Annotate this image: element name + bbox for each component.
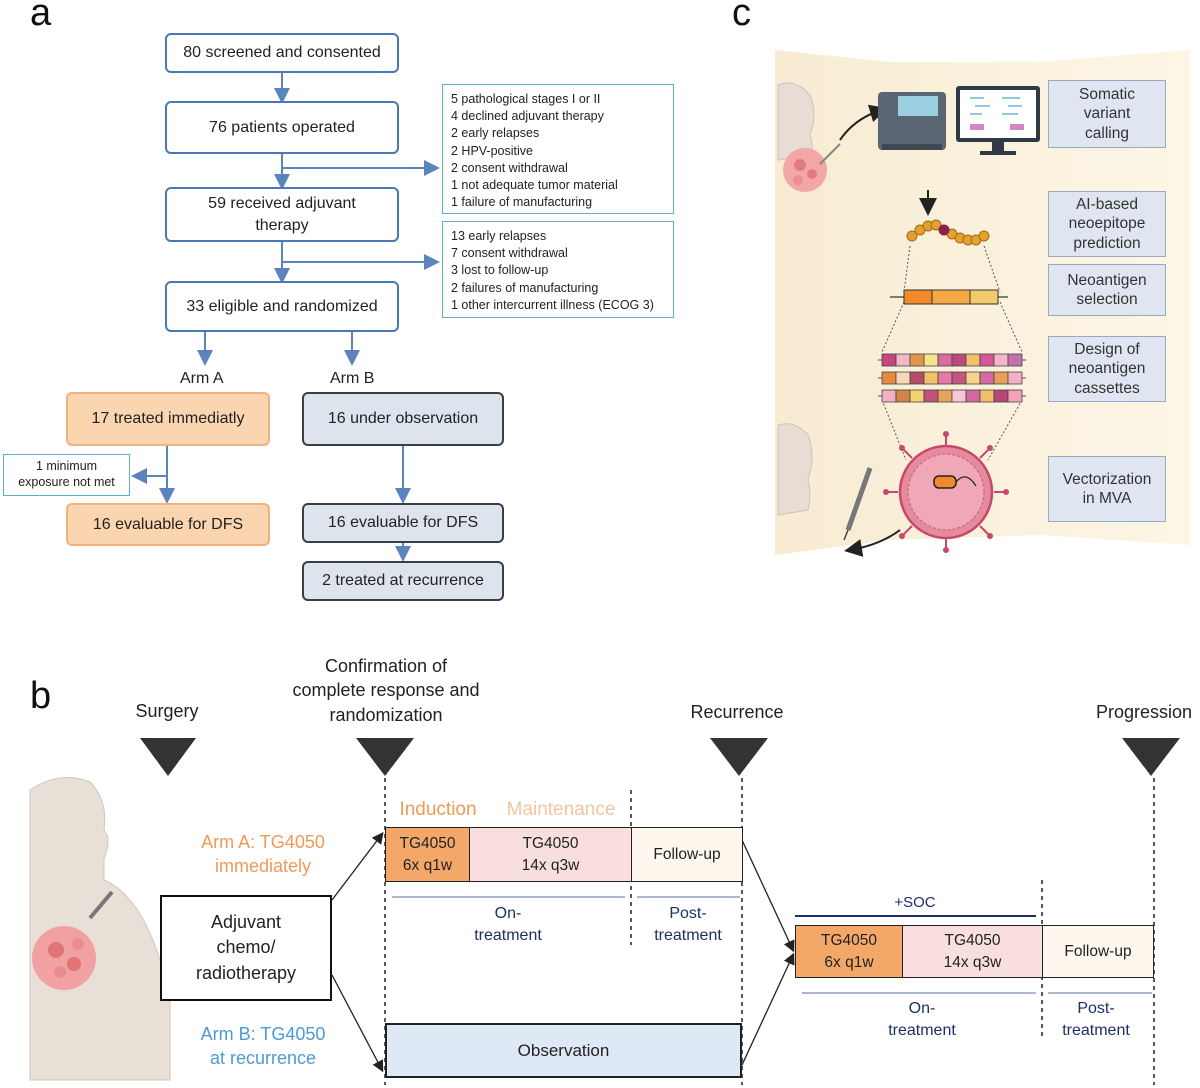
exclusion-item: 4 declined adjuvant therapy: [451, 109, 604, 124]
exclusion-item: 5 pathological stages I or II: [451, 92, 601, 106]
exclusion-item: 7 consent withdrawal: [451, 246, 568, 261]
screened-box: 80 screened and consented: [165, 33, 399, 73]
arm-b-label: Arm B: [330, 370, 375, 387]
panel-c-label: c: [732, 0, 751, 34]
panel-b-label: b: [30, 675, 52, 717]
arm-a-description: Arm A: TG4050 immediately: [201, 832, 325, 877]
exclusion-item: 1 other intercurrent illness (ECOG 3): [451, 297, 654, 312]
soc-label: +SOC: [894, 894, 936, 911]
arm-a-evaluable-box: 16 evaluable for DFS: [66, 503, 270, 546]
arm-a-post-treatment-label: Post- treatment: [654, 905, 722, 944]
exclusion-item: 1 failure of manufacturing: [451, 195, 593, 210]
adjuvant-received-box: 59 received adjuvant therapy: [165, 187, 399, 242]
arm-b-description: Arm B: TG4050 at recurrence: [200, 1024, 326, 1069]
exclusion-item: 3 lost to follow-up: [451, 263, 549, 278]
arm-a-maintenance-cell: TG4050 14x q3w: [469, 827, 632, 882]
arm-b-recurrence-box: 2 treated at recurrence: [302, 561, 504, 601]
exclusion-item: 2 early relapses: [451, 126, 540, 141]
phase-maintenance: Maintenance: [506, 799, 616, 820]
exclusion-box-2: 13 early relapses 7 consent withdrawal 3…: [442, 221, 674, 318]
phase-induction: Induction: [399, 799, 477, 820]
arm-a-follow-up-cell: Follow-up: [631, 827, 743, 882]
exclusion-item: 1 not adequate tumor material: [451, 178, 618, 193]
exclusion-item: 2 failures of manufacturing: [451, 280, 599, 295]
panel-a-connectors: [131, 73, 440, 562]
recurrence-post-treatment-label: Post- treatment: [1062, 1000, 1130, 1039]
milestone-progression: Progression: [1095, 702, 1193, 722]
adjuvant-therapy-box: Adjuvant chemo/ radiotherapy: [160, 895, 332, 1001]
arm-a-treated-box: 17 treated immediatly: [66, 392, 270, 446]
arm-b-evaluable-box: 16 evaluable for DFS: [302, 503, 504, 543]
step-vectorization-mva: Vectorization in MVA: [1048, 456, 1166, 522]
recurrence-follow-up-cell: Follow-up: [1042, 925, 1154, 978]
randomized-box: 33 eligible and randomized: [165, 281, 399, 332]
arm-b-observation-bar: Observation: [385, 1023, 742, 1078]
exclusion-item: 2 consent withdrawal: [451, 160, 568, 175]
milestone-recurrence: Recurrence: [690, 702, 784, 722]
panel-c-illustration: [775, 50, 1190, 557]
arm-a-induction-cell: TG4050 6x q1w: [385, 827, 470, 882]
arm-a-exclusion-box: 1 minimum exposure not met: [3, 454, 130, 496]
arm-a-on-treatment-label: On- treatment: [474, 905, 542, 944]
milestone-surgery: Surgery: [135, 701, 199, 721]
arm-b-observation-box: 16 under observation: [302, 392, 504, 446]
step-cassette-design: Design of neoantigen cassettes: [1048, 336, 1166, 402]
step-ai-neoepitope-prediction: AI-based neoepitope prediction: [1048, 191, 1166, 257]
exclusion-item: 13 early relapses: [451, 229, 547, 243]
exclusion-box-1: 5 pathological stages I or II 4 declined…: [442, 84, 674, 214]
recurrence-induction-cell: TG4050 6x q1w: [795, 925, 903, 978]
panel-a-label: a: [30, 0, 52, 34]
step-neoantigen-selection: Neoantigen selection: [1048, 264, 1166, 316]
arm-a-label: Arm A: [180, 370, 224, 387]
step-somatic-variant-calling: Somatic variant calling: [1048, 80, 1166, 148]
milestone-confirmation: Confirmation of complete response and ra…: [292, 656, 480, 725]
recurrence-maintenance-cell: TG4050 14x q3w: [902, 925, 1043, 978]
recurrence-on-treatment-label: On- treatment: [888, 1000, 956, 1039]
exclusion-item: 2 HPV-positive: [451, 143, 533, 158]
operated-box: 76 patients operated: [165, 101, 399, 154]
